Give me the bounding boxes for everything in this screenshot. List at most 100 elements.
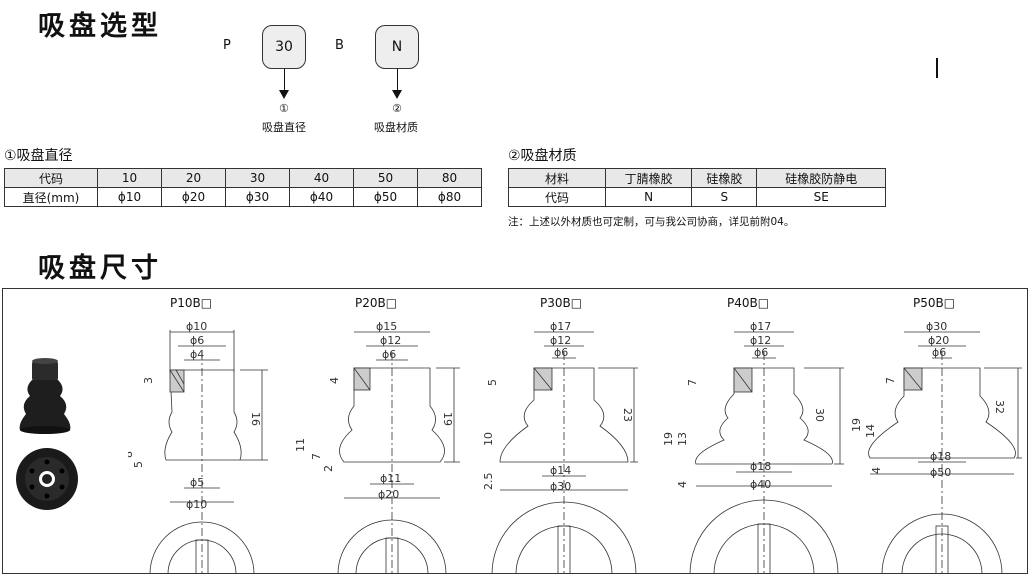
dim-top-2: ϕ12 bbox=[550, 334, 571, 347]
dim-left-4: 2 bbox=[322, 465, 335, 472]
size-pointer-line bbox=[284, 69, 285, 91]
size-pointer-arrow bbox=[279, 90, 289, 99]
dim-bottom-2: ϕ40 bbox=[750, 478, 771, 491]
dim-left-4: 4 bbox=[676, 481, 689, 488]
table-cell: 80 bbox=[417, 168, 482, 188]
table-cell: S bbox=[691, 187, 758, 207]
drawing-p40: ϕ17 ϕ12 ϕ6 30 7 19 13 4 ϕ18 ϕ40 bbox=[664, 320, 844, 574]
diameter-table-title: ①吸盘直径 bbox=[4, 148, 73, 164]
dim-bottom-2: ϕ10 bbox=[186, 498, 207, 511]
drawing-p20: ϕ15 ϕ12 ϕ6 19 4 11 7 2 ϕ11 ϕ20 bbox=[294, 320, 460, 574]
code-prefix: P bbox=[223, 38, 231, 53]
suction-cup-bottom-photo bbox=[16, 448, 78, 510]
dim-left-3: 2.5 bbox=[482, 473, 495, 491]
dim-left-1: 7 bbox=[884, 377, 897, 384]
dim-bottom-1: ϕ5 bbox=[190, 476, 204, 489]
dim-right: 32 bbox=[993, 400, 1006, 414]
table-cell: 直径(mm) bbox=[4, 187, 98, 207]
code-size-box: 30 bbox=[262, 25, 306, 69]
page-title-dimensions: 吸盘尺寸 bbox=[38, 253, 162, 284]
material-note: 注：上述以外材质也可定制，可与我公司协商，详见前附04。 bbox=[508, 216, 795, 228]
table-cell: ϕ30 bbox=[225, 187, 290, 207]
table-cell: 30 bbox=[225, 168, 290, 188]
table-cell: 10 bbox=[97, 168, 162, 188]
dim-left-1: 5 bbox=[486, 379, 499, 386]
table-row: 代码 N S SE bbox=[508, 187, 886, 207]
dim-left-1: 4 bbox=[328, 377, 341, 384]
table-cell: 丁腈橡胶 bbox=[604, 168, 693, 188]
dim-top-3: ϕ6 bbox=[382, 348, 396, 361]
label-number-2: ② bbox=[392, 102, 402, 115]
model-title-p10: P10B□ bbox=[170, 296, 213, 310]
dim-top-3: ϕ6 bbox=[754, 346, 768, 359]
dim-left-4: 4 bbox=[870, 467, 883, 474]
table-row: 代码 10 20 30 40 50 80 bbox=[4, 168, 482, 188]
dim-left-1: 3 bbox=[142, 377, 155, 384]
dim-bottom-1: ϕ18 bbox=[750, 460, 771, 473]
dim-left-2: 19 bbox=[850, 418, 863, 432]
table-cell: 50 bbox=[353, 168, 418, 188]
model-title-p50: P50B□ bbox=[913, 296, 956, 310]
material-pointer-arrow bbox=[392, 90, 402, 99]
table-cell: 硅橡胶 bbox=[691, 168, 758, 188]
dim-top-1: ϕ15 bbox=[376, 320, 397, 333]
dim-left-3: 14 bbox=[864, 424, 877, 438]
label-number-1: ① bbox=[279, 102, 289, 115]
table-cell: SE bbox=[756, 187, 886, 207]
dim-top-3: ϕ6 bbox=[932, 346, 946, 359]
page-title-selection: 吸盘选型 bbox=[38, 11, 162, 42]
dim-bottom-2: ϕ50 bbox=[930, 466, 951, 479]
model-title-p20: P20B□ bbox=[355, 296, 398, 310]
table-row: 材料 丁腈橡胶 硅橡胶 硅橡胶防静电 bbox=[508, 168, 886, 188]
dim-bottom-1: ϕ11 bbox=[380, 472, 401, 485]
table-row: 直径(mm) ϕ10 ϕ20 ϕ30 ϕ40 ϕ50 ϕ80 bbox=[4, 187, 482, 207]
dim-left-2: 10 bbox=[482, 432, 495, 446]
dim-top-1: ϕ10 bbox=[186, 320, 207, 333]
dim-top-1: ϕ17 bbox=[550, 320, 571, 333]
table-cell: ϕ50 bbox=[353, 187, 418, 207]
dim-bottom-1: ϕ18 bbox=[930, 450, 951, 463]
table-cell: 硅橡胶防静电 bbox=[756, 168, 886, 188]
dim-top-2: ϕ12 bbox=[380, 334, 401, 347]
dim-right: 19 bbox=[441, 412, 454, 426]
dim-top-3: ϕ6 bbox=[554, 346, 568, 359]
table-cell: ϕ40 bbox=[289, 187, 354, 207]
dim-right: 16 bbox=[249, 412, 262, 426]
table-cell: ϕ20 bbox=[161, 187, 226, 207]
label-size: 吸盘直径 bbox=[262, 121, 306, 134]
dim-left-1: 7 bbox=[686, 379, 699, 386]
table-cell: 40 bbox=[289, 168, 354, 188]
dim-top-2: ϕ12 bbox=[750, 334, 771, 347]
material-pointer-line bbox=[397, 69, 398, 91]
dim-left-2: 8 bbox=[128, 451, 135, 458]
dim-bottom-2: ϕ20 bbox=[378, 488, 399, 501]
material-table: 材料 丁腈橡胶 硅橡胶 硅橡胶防静电 代码 N S SE bbox=[508, 168, 886, 207]
dim-right: 30 bbox=[813, 408, 826, 422]
dim-top-2: ϕ6 bbox=[190, 334, 204, 347]
material-table-title: ②吸盘材质 bbox=[508, 148, 577, 164]
code-material-box: N bbox=[375, 25, 419, 69]
drawing-p50: ϕ30 ϕ20 ϕ6 32 7 19 14 4 ϕ18 ϕ50 bbox=[850, 320, 1022, 574]
code-size-value: 30 bbox=[275, 39, 293, 55]
table-cell: ϕ10 bbox=[97, 187, 162, 207]
table-cell: 代码 bbox=[4, 168, 98, 188]
label-material: 吸盘材质 bbox=[374, 121, 418, 134]
dim-left-3: 7 bbox=[310, 453, 323, 460]
dim-right: 23 bbox=[621, 408, 634, 422]
dimension-drawing-frame bbox=[2, 288, 1028, 574]
drawing-p30: ϕ17 ϕ12 ϕ6 23 5 10 2.5 ϕ14 ϕ30 bbox=[482, 320, 638, 574]
dim-top-1: ϕ30 bbox=[926, 320, 947, 333]
code-material-letter: B bbox=[335, 38, 344, 53]
model-title-p30: P30B□ bbox=[540, 296, 583, 310]
dim-left-2: 19 bbox=[664, 432, 675, 446]
model-title-p40: P40B□ bbox=[727, 296, 770, 310]
table-cell: ϕ80 bbox=[417, 187, 482, 207]
drawing-p10: ϕ10 ϕ6 ϕ4 16 3 8 5 ϕ5 ϕ10 bbox=[128, 320, 268, 574]
suction-cup-side-photo bbox=[19, 358, 71, 434]
table-cell: 20 bbox=[161, 168, 226, 188]
diameter-table: 代码 10 20 30 40 50 80 直径(mm) ϕ10 ϕ20 ϕ30 … bbox=[4, 168, 482, 207]
dim-top-1: ϕ17 bbox=[750, 320, 771, 333]
dim-left-3: 5 bbox=[132, 461, 145, 468]
dim-bottom-2: ϕ30 bbox=[550, 480, 571, 493]
table-cell: 材料 bbox=[508, 168, 606, 188]
